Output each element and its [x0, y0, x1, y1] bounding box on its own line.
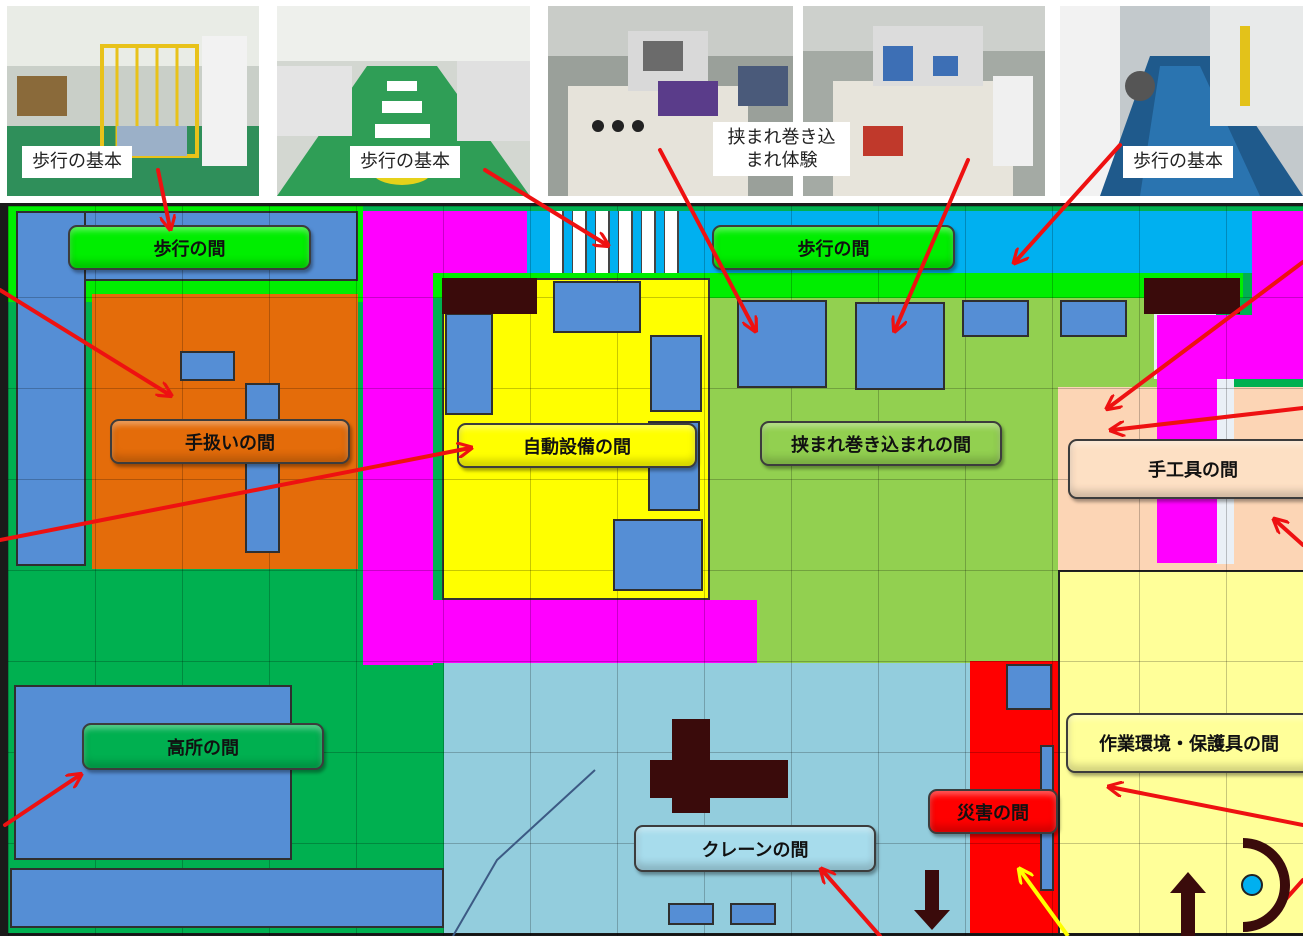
- handling-rack-vertical: [245, 383, 280, 553]
- zone-label-heights: 高所の間: [82, 723, 324, 770]
- zone-label-hand-tools: 手工具の間: [1068, 439, 1303, 499]
- automation-machine-1: [553, 281, 641, 333]
- pinch-machine-2: [855, 302, 945, 390]
- zone-label-walking-left: 歩行の間: [68, 225, 311, 270]
- photo-caption-walking-2: 歩行の基本: [350, 146, 460, 178]
- handling-table: [180, 351, 235, 381]
- partition-bottom: [363, 600, 757, 663]
- photo-walking-rail: [7, 6, 259, 196]
- pinch-machine-1: [737, 300, 827, 388]
- automation-dark-box: [442, 278, 537, 314]
- zone-label-handling: 手扱いの間: [110, 419, 350, 464]
- partition-hand-tools-right: [1216, 315, 1303, 379]
- disaster-box: [1006, 664, 1052, 710]
- photo-pinch-machine-2: [803, 6, 1045, 196]
- zone-label-environment: 作業環境・保護具の間: [1066, 713, 1303, 773]
- partition-top: [363, 211, 527, 273]
- photo-caption-walking-1: 歩行の基本: [22, 146, 132, 178]
- heights-platform: [10, 868, 444, 928]
- photo-caption-pinch: 挟まれ巻き込まれ体験: [713, 122, 850, 176]
- crosswalk-stripes: [550, 211, 685, 273]
- zone-label-crane: クレーンの間: [634, 825, 876, 872]
- crane-box-1: [668, 903, 714, 925]
- floor-plan: 歩行の間 歩行の間 手扱いの間 自動設備の間 挟まれ巻き込まれの間 手工具の間 …: [0, 203, 1303, 936]
- zone-label-disaster: 災害の間: [928, 789, 1058, 834]
- crane-box-2: [730, 903, 776, 925]
- heights-scaffold: [14, 685, 292, 860]
- zone-label-pinch: 挟まれ巻き込まれの間: [760, 421, 1002, 466]
- photo-caption-walking-3: 歩行の基本: [1123, 146, 1233, 178]
- photo-walking-lane: [277, 6, 530, 196]
- zone-label-walking-top: 歩行の間: [712, 225, 955, 270]
- pinch-machine-4: [1060, 300, 1127, 337]
- crane-hoist-horizontal: [650, 760, 788, 798]
- automation-machine-3: [650, 335, 702, 412]
- pinch-machine-3: [962, 300, 1029, 337]
- partition-hand-tools: [1157, 315, 1217, 379]
- automation-machine-5: [613, 519, 703, 591]
- zone-label-automation: 自動設備の間: [457, 423, 697, 468]
- pinch-dark-box: [1144, 278, 1240, 314]
- automation-machine-2: [445, 313, 493, 415]
